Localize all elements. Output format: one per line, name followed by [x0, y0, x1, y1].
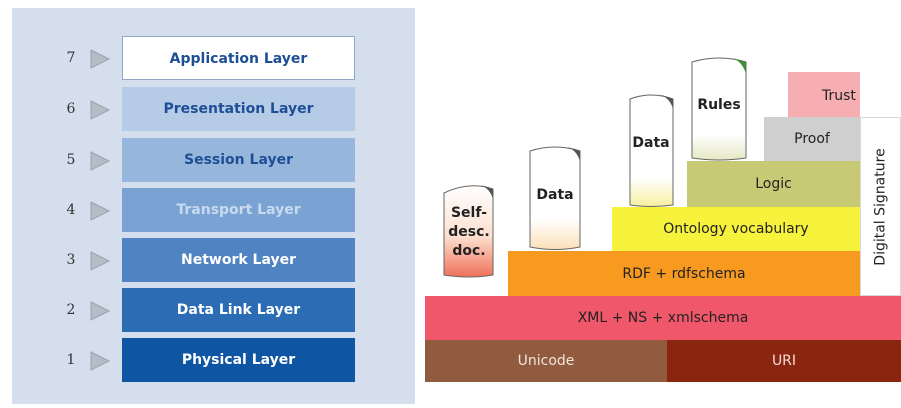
triangle-arrow-icon	[90, 251, 111, 271]
self-desc-doc-document-icon	[443, 185, 494, 278]
digital-signature-layer: Digital Signature	[860, 117, 901, 296]
proof-layer: Proof	[764, 117, 860, 161]
unicode-layer: Unicode	[425, 340, 667, 382]
data-doc-label-1: Data	[536, 187, 574, 203]
self-desc-line-1: Self-	[450, 205, 488, 221]
osi-row-5: 5 Session Layer	[12, 138, 415, 182]
self-desc-line-2: desc.	[448, 224, 490, 240]
layer-number: 2	[66, 302, 76, 318]
layer-number: 1	[66, 352, 76, 368]
data-document-icon	[529, 146, 581, 250]
osi-model-panel: 7 Application Layer 6 Presentation Layer…	[12, 8, 415, 404]
self-desc-doc-label: Self- desc. doc.	[441, 204, 497, 261]
rules-document-icon	[691, 57, 747, 161]
layer-number: 6	[66, 101, 76, 117]
rdf-layer: RDF + rdfschema	[508, 251, 860, 296]
layer-number: 4	[66, 202, 76, 218]
layer-box-physical: Physical Layer	[122, 338, 355, 382]
triangle-arrow-icon	[90, 301, 111, 321]
osi-row-3: 3 Network Layer	[12, 238, 415, 282]
ontology-layer: Ontology vocabulary	[612, 207, 860, 251]
triangle-arrow-icon	[90, 201, 111, 221]
triangle-arrow-icon	[90, 151, 111, 171]
osi-row-6: 6 Presentation Layer	[12, 87, 415, 131]
osi-row-4: 4 Transport Layer	[12, 188, 415, 232]
triangle-arrow-icon	[90, 351, 111, 371]
uri-layer: URI	[667, 340, 901, 382]
layer-box-data-link: Data Link Layer	[122, 288, 355, 332]
layer-number: 3	[66, 252, 76, 268]
osi-row-7: 7 Application Layer	[12, 36, 415, 80]
data-document-icon	[629, 94, 674, 207]
trust-label: Trust	[822, 88, 856, 104]
layer-number: 7	[66, 50, 76, 66]
layer-box-application: Application Layer	[122, 36, 355, 80]
osi-row-1: 1 Physical Layer	[12, 338, 415, 382]
layer-box-network: Network Layer	[122, 238, 355, 282]
triangle-arrow-icon	[90, 100, 111, 120]
trust-layer: Trust	[788, 72, 860, 117]
layer-box-transport: Transport Layer	[122, 188, 355, 232]
layer-number: 5	[66, 152, 76, 168]
rules-doc-label: Rules	[697, 97, 741, 113]
xml-layer: XML + NS + xmlschema	[425, 296, 901, 340]
layer-box-presentation: Presentation Layer	[122, 87, 355, 131]
triangle-arrow-icon	[90, 49, 111, 69]
layer-box-session: Session Layer	[122, 138, 355, 182]
logic-layer: Logic	[687, 161, 860, 207]
osi-row-2: 2 Data Link Layer	[12, 288, 415, 332]
digital-signature-label: Digital Signature	[872, 147, 889, 266]
data-doc-label-2: Data	[632, 135, 670, 151]
self-desc-line-3: doc.	[452, 243, 486, 259]
